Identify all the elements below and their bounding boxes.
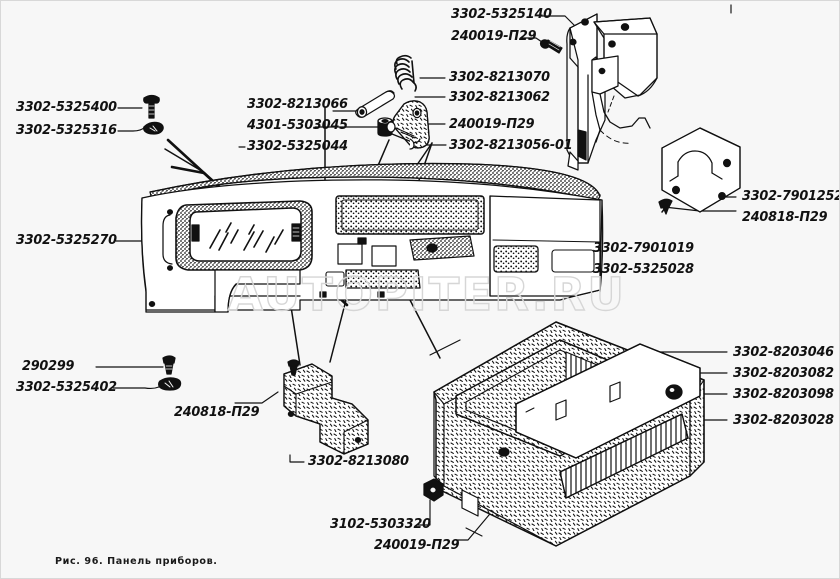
label-3302-5325140: 3302-5325140	[451, 7, 552, 22]
label-3302-7901252: 3302-7901252	[742, 189, 840, 204]
bracket-7901252	[661, 127, 741, 213]
label-3302-8203046: 3302-8203046	[733, 345, 834, 360]
label-3302-8213056-01: 3302-8213056-01	[449, 138, 573, 153]
label-3302-5325028: 3302-5325028	[593, 262, 694, 277]
label-290299: 290299	[22, 359, 75, 374]
screw-240019-topright	[539, 39, 563, 54]
screw-240818-right	[658, 198, 673, 215]
label-240019-P29-bottom: 240019-П29	[374, 538, 460, 553]
bracket-5325140	[566, 13, 606, 171]
nut-3102-5303320	[423, 478, 444, 502]
bracket-8213056	[386, 100, 430, 150]
label-3302-8213062: 3302-8213062	[449, 90, 550, 105]
label-240019-P29-topright: 240019-П29	[451, 29, 537, 44]
clip-5325316	[143, 121, 164, 135]
figure-caption: Рис. 96. Панель приборов.	[55, 556, 218, 567]
label-240818-P29-right: 240818-П29	[742, 210, 828, 225]
label-3102-5303320: 3102-5303320	[330, 517, 431, 532]
dashboard-panel	[140, 162, 604, 313]
bracket-8213080	[283, 359, 369, 455]
label-3302-5325316: 3302-5325316	[16, 123, 117, 138]
pin-8213066	[355, 90, 396, 118]
label-3302-8213066: 3302-8213066	[247, 97, 348, 112]
label-3302-5325400: 3302-5325400	[16, 100, 117, 115]
screw-5325400	[143, 94, 160, 119]
spring-8213070	[394, 54, 417, 92]
label-3302-5325402: 3302-5325402	[16, 380, 117, 395]
clip-5325402	[158, 377, 182, 391]
label-3302-8213080: 3302-8213080	[308, 454, 409, 469]
screw-290299	[162, 355, 176, 375]
label-3302-8213070: 3302-8213070	[449, 70, 550, 85]
label-3302-8203082: 3302-8203082	[733, 366, 834, 381]
glovebox-assembly	[433, 321, 705, 547]
label-3302-5325270: 3302-5325270	[16, 233, 117, 248]
label-4301-5303045: 4301-5303045	[247, 118, 348, 133]
bracket-8213056-01-upper	[591, 17, 658, 144]
label-240019-P29-center: 240019-П29	[449, 117, 535, 132]
label-3302-8203028: 3302-8203028	[733, 413, 834, 428]
label-3302-8203098: 3302-8203098	[733, 387, 834, 402]
label-240818-P29-left: 240818-П29	[174, 405, 260, 420]
label-3302-7901019: 3302-7901019	[593, 241, 694, 256]
label-3302-5325044: 3302-5325044	[247, 139, 348, 154]
